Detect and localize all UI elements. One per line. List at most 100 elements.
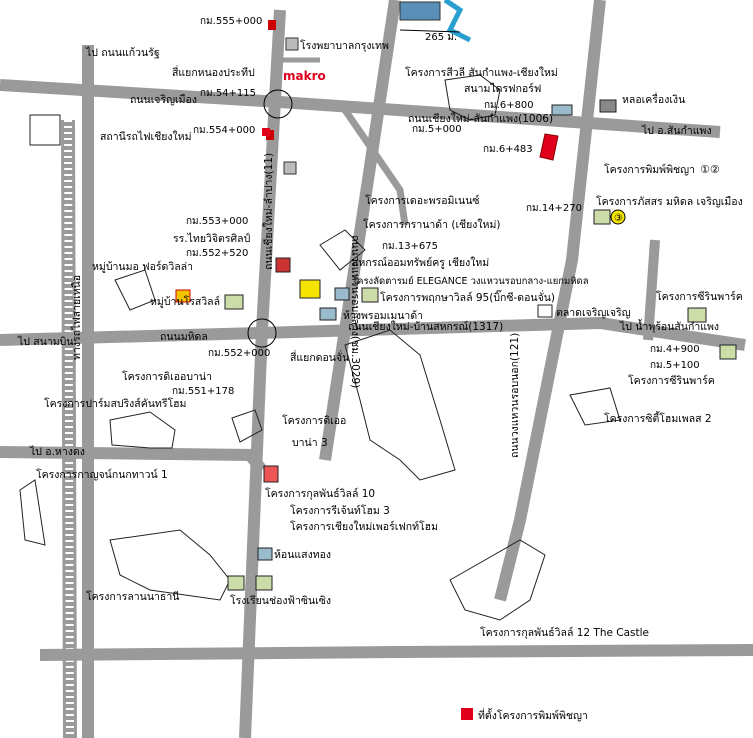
label-proj-zirin2: โครงการซีรินพาร์ค xyxy=(628,374,715,387)
label-to-airport: ไป สนามบิน xyxy=(17,335,74,348)
label-proj-castle: โครงการกุลพันธ์วิลล์ 12 The Castle xyxy=(480,626,649,639)
label-market: ตลาดเจริญเจริญ xyxy=(556,307,631,319)
outline-terrace xyxy=(319,229,366,271)
label-intersection-donchan: สี่แยกดอนจั่น xyxy=(290,350,349,364)
building-icon xyxy=(399,1,441,21)
label-proj-phatsorn: โครงการภัสสร มหิดล เจริญเมือง xyxy=(596,195,743,208)
phruksa-icon xyxy=(361,287,379,303)
project3-number: ③ xyxy=(614,213,623,224)
outline-de-oak xyxy=(344,329,456,481)
mall-icon xyxy=(319,307,337,321)
poi-icons xyxy=(29,20,737,720)
label-superhighway: ถนนเชียงใหม่-ลำปาง(11) xyxy=(262,153,275,270)
label-proj-phim-num: ①② xyxy=(700,163,720,176)
label-proj-kulphan10: โครงการกุลพันธ์วิลล์ 10 xyxy=(265,487,375,500)
label-proj-de-oak: โครงการดิเออบาน่า xyxy=(122,370,212,383)
label-coop: สหกรณ์ออมทรัพย์ครู เชียงใหม่ xyxy=(352,256,489,269)
label-condo-elegance: โครงลัดตารมย์ ELEGANCE วงแหวนรอบกลาง-แยก… xyxy=(352,275,589,287)
label-school-prince: โรงเรียนช่องฟ้าซินเซิง xyxy=(230,594,331,607)
road-hangdong xyxy=(0,446,267,474)
label-km-54: กม.54+115 xyxy=(200,88,256,99)
makro-marker xyxy=(262,128,270,136)
label-proj-zirin: โครงการซีรินพาร์ค xyxy=(656,290,743,303)
label-village-banmo: หมู่บ้านมอ ฟอร์ดวิลล่า xyxy=(92,260,193,273)
station-icon xyxy=(29,114,61,146)
outline-parm xyxy=(109,411,176,449)
label-km-5: กม.5+000 xyxy=(412,124,462,135)
label-proj-city-home: โครงการซิตี้โฮมเพลส 2 xyxy=(604,411,712,425)
label-km-4-900: กม.4+900 xyxy=(650,344,700,355)
elegance-icon xyxy=(299,279,321,299)
label-km-551: กม.551+178 xyxy=(172,386,234,397)
road-mahidol xyxy=(0,316,746,351)
school-icon xyxy=(275,257,291,273)
map-labels: กม.555+000 โรงพยาบาลกรุงเทพ ไป ถนนแก้วนร… xyxy=(17,16,743,722)
label-proj-de-oak2: โครงการดิเออ xyxy=(282,414,346,427)
label-km-6-800: กม.6+800 xyxy=(484,100,534,111)
house-icon-phatsorn xyxy=(593,209,611,225)
road-ring-3029 xyxy=(319,0,401,461)
house-icon-driving xyxy=(551,104,573,116)
outline-sirin xyxy=(444,74,501,121)
label-proj-sirin: โครงการสีวลี สันกำแพง-เชียงใหม่ xyxy=(405,66,558,79)
gold-shop-icon xyxy=(257,547,273,561)
label-shop-gold: ห้อนแสงทอง xyxy=(274,549,331,561)
distance-label: 265 ม. xyxy=(425,32,457,43)
label-proj-regent: โครงการรีเจ้นท์โฮม 3 xyxy=(290,504,390,517)
intersection-donchan-marker xyxy=(247,318,277,348)
village-rose-icon xyxy=(224,294,244,310)
label-mahidol-road: ถนนมหิดล xyxy=(160,331,208,343)
road-ring-121 xyxy=(494,0,606,602)
label-km-14: กม.14+270 xyxy=(526,203,582,214)
outline-village-banmo xyxy=(114,269,156,311)
outline-lanna xyxy=(109,529,231,601)
label-money-factory: หลอเครื่องเงิน xyxy=(622,92,685,106)
school-prince-icon xyxy=(227,575,245,591)
label-mall: ห้างพรอมเมนาด้า xyxy=(343,310,423,322)
label-proj-granada: โครงการกรานาด้า (เชียงใหม่) xyxy=(363,218,501,231)
school-prince-icon-2 xyxy=(255,575,273,591)
label-to-hangdong: ไป อ.หางดง xyxy=(29,445,85,458)
label-proj-phruksa: โครงการพฤกษาวิลล์ 95(บิ๊กซี-ดอนจั่น) xyxy=(380,289,555,304)
kulphan-icon xyxy=(263,465,279,483)
label-railway: ทางรถไฟสายเหนือ xyxy=(70,275,83,360)
label-km-552: กม.552+000 xyxy=(208,348,270,359)
label-makro: makro xyxy=(283,69,326,83)
shell-icon xyxy=(175,289,191,303)
label-sankamphaeng-road: ถนนเชียงใหม่-สันกำแพง(1006) xyxy=(408,112,553,125)
project3-marker[interactable] xyxy=(610,209,626,225)
legend-label: ที่ตั้งโครงการพิมพ์พิชญา xyxy=(478,708,588,722)
road-bottom xyxy=(39,644,753,661)
river-icon xyxy=(443,0,472,43)
label-km-553: กม.553+000 xyxy=(186,216,248,227)
outline-city-home xyxy=(569,387,621,426)
label-km-13: กม.13+675 xyxy=(382,241,438,252)
label-bana3: บาน่า 3 xyxy=(292,437,328,449)
railway-line xyxy=(61,119,77,738)
label-km-6-483: กม.6+483 xyxy=(483,144,533,155)
label-ring-road-outer: ถนนวงแหวนรอบนอก(121) xyxy=(509,333,521,458)
label-km-555: กม.555+000 xyxy=(200,16,262,27)
label-hangdong-road: ถนนเชียงใหม่-บ้านสหกรณ์(1317) xyxy=(348,320,503,333)
distance-arrow xyxy=(399,29,461,33)
outline-kanjana xyxy=(19,479,46,546)
road-spur-east xyxy=(643,239,660,341)
site-marker[interactable] xyxy=(539,133,559,161)
house-icon-money xyxy=(599,99,617,113)
label-km-5-100: กม.5+100 xyxy=(650,360,700,371)
label-to-bosang: ไป น้ำพุร้อนสันกำแพง xyxy=(619,319,719,333)
zirin2-icon xyxy=(719,344,737,360)
hospital-cross-icon xyxy=(268,20,276,30)
intersection-nong-prathip-marker xyxy=(263,89,293,119)
outline-castle xyxy=(449,539,546,621)
label-km-554: กม.554+000 xyxy=(193,125,255,136)
label-proj-phim: โครงการพิมพ์พิชญา xyxy=(604,163,695,176)
label-proj-lanna: โครงการลานนาธานี xyxy=(86,590,179,603)
legend-swatch xyxy=(461,708,473,720)
label-driving-range: สนามไดรฟกอร์ฟ xyxy=(464,82,541,95)
project-outlines xyxy=(19,74,621,621)
outline-de-oak2 xyxy=(231,409,263,443)
label-to-kaew-narawat: ไป ถนนแก้วนรัฐ xyxy=(85,46,160,59)
label-proj-parm: โครงการปาร์มสปริงส์คันทรีโฮม xyxy=(44,397,186,410)
